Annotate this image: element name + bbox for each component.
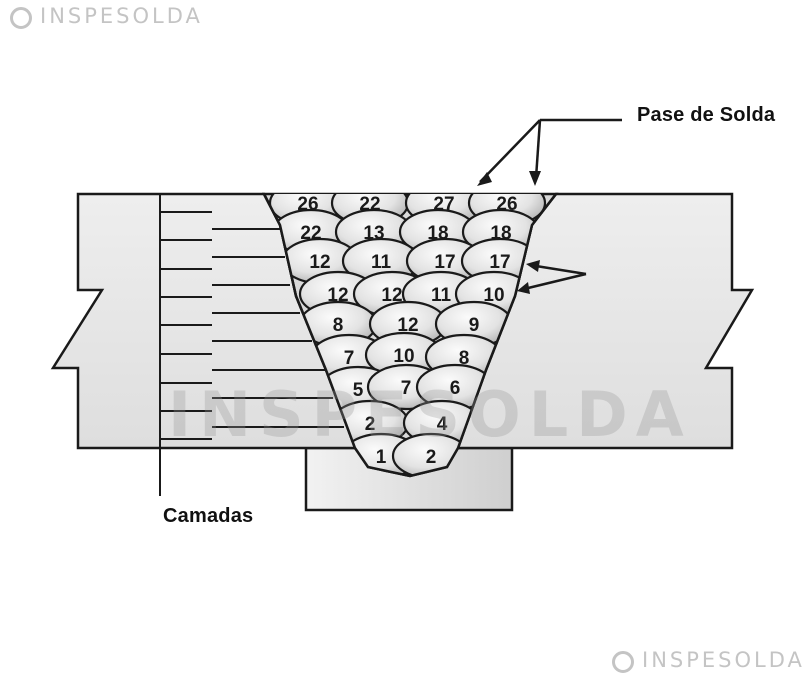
pass-leader — [479, 118, 622, 291]
bead-number: 1 — [376, 447, 387, 468]
watermark-text-center: INSPESOLDA — [168, 378, 692, 451]
bead-number: 17 — [434, 252, 455, 273]
bead-number: 10 — [483, 285, 504, 306]
bead-number: 6 — [450, 378, 461, 399]
bead-number: 12 — [397, 315, 418, 336]
watermark-top: INSPESOLDA — [10, 4, 203, 29]
logo-icon — [10, 7, 32, 29]
bead-number: 8 — [333, 315, 344, 336]
bead-number: 7 — [344, 348, 355, 369]
bead-number: 2 — [365, 414, 376, 435]
bead-number: 7 — [401, 378, 412, 399]
watermark-center: INSPESOLDA — [168, 378, 692, 451]
layers-label: Camadas — [163, 505, 254, 527]
watermark-bottom: INSPESOLDA — [612, 648, 805, 673]
bead-number: 17 — [489, 252, 510, 273]
bead-number: 2 — [426, 447, 437, 468]
bead-number: 10 — [393, 346, 414, 367]
layer-marker — [159, 194, 344, 496]
bead-number: 12 — [309, 252, 330, 273]
bead-number: 8 — [459, 348, 470, 369]
watermark-text-bottom: INSPESOLDA — [642, 648, 805, 672]
bead-number: 11 — [431, 285, 452, 306]
pass-label: Pase de Solda — [637, 104, 776, 126]
watermark-text-top: INSPESOLDA — [40, 4, 203, 28]
arrowheads — [477, 171, 541, 294]
bead-number: 9 — [469, 315, 480, 336]
bead-number: 5 — [353, 380, 364, 401]
bead-number: 11 — [371, 252, 392, 273]
bead-number: 12 — [327, 285, 348, 306]
bead-number: 4 — [437, 414, 448, 435]
logo-icon — [612, 651, 634, 673]
bead-number: 12 — [381, 285, 402, 306]
